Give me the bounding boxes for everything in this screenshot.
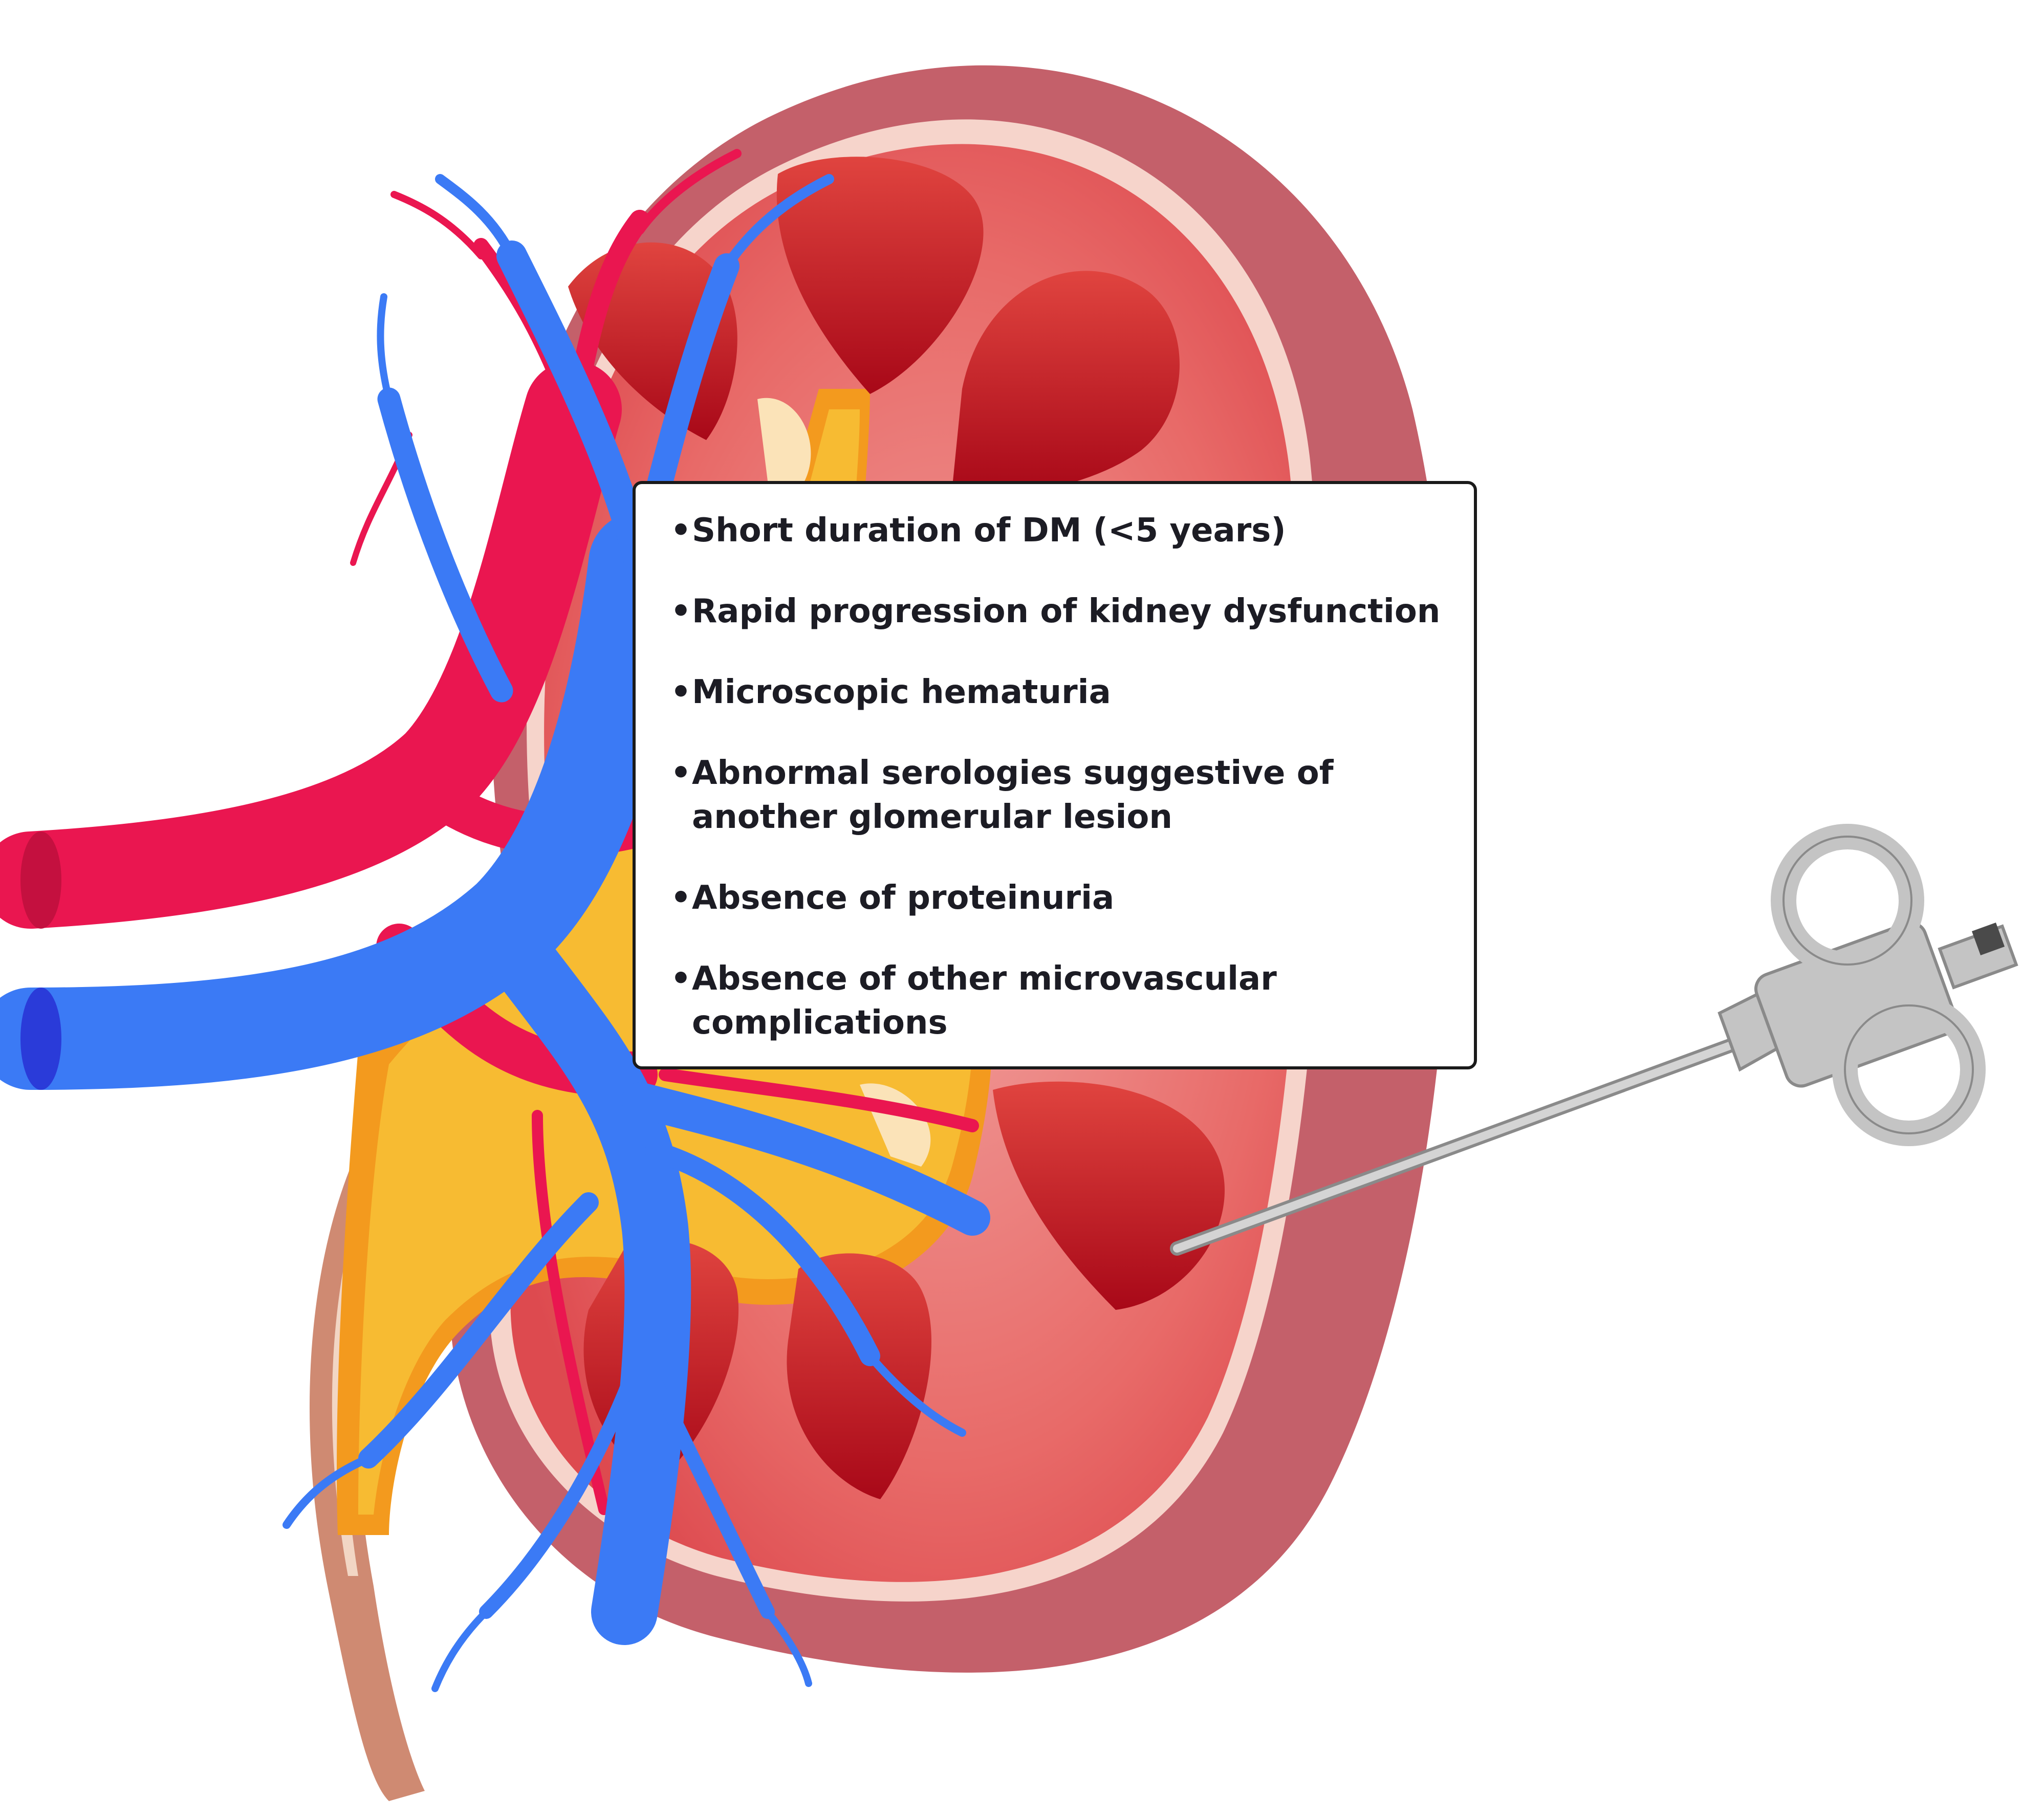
list-item: Absence of other microvascular complicat… [670, 957, 1443, 1045]
criteria-list: Short duration of DM (<5 years) Rapid pr… [670, 509, 1443, 1045]
list-item: Abnormal serologies suggestive of anothe… [670, 751, 1443, 839]
vein-opening [20, 988, 61, 1090]
biopsy-needle-icon [1170, 824, 2018, 1256]
pyramid [952, 271, 1180, 495]
list-item: Rapid progression of kidney dysfunction [670, 589, 1443, 633]
clinical-criteria-box: Short duration of DM (<5 years) Rapid pr… [633, 481, 1477, 1069]
artery-opening [20, 831, 61, 929]
list-item: Short duration of DM (<5 years) [670, 509, 1443, 553]
pyramid [787, 1253, 932, 1499]
renal-vein [0, 174, 990, 1692]
pyramid [993, 1081, 1225, 1310]
pyramid [776, 157, 984, 394]
list-item: Absence of proteinuria [670, 876, 1443, 920]
list-item: Microscopic hematuria [670, 670, 1443, 714]
